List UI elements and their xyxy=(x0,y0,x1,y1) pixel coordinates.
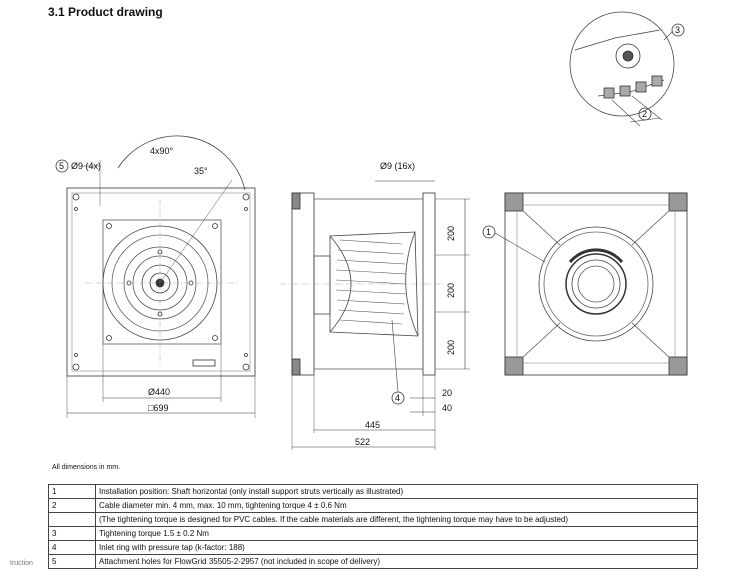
note-text: Cable diameter min. 4 mm, max. 10 mm, ti… xyxy=(95,498,698,513)
dim-sq699: □699 xyxy=(148,403,168,413)
note-text: (The tightening torque is designed for P… xyxy=(95,512,698,527)
callout-3: 3 xyxy=(675,25,680,35)
dim-200-bottom: 200 xyxy=(446,340,456,355)
dim-445: 445 xyxy=(365,420,380,430)
detail-view xyxy=(569,11,685,127)
note-text: Attachment holes for FlowGrid 35505-2-29… xyxy=(95,554,698,569)
dim-hole-4x: Ø9 (4x) xyxy=(71,161,101,171)
dim-d440: Ø440 xyxy=(148,387,170,397)
note-number: 4 xyxy=(48,540,96,555)
dim-hole-16x: Ø9 (16x) xyxy=(380,161,415,171)
notes-table: 1 Installation position: Shaft horizonta… xyxy=(48,484,698,569)
callout-2: 2 xyxy=(642,109,647,119)
edge-text: truction xyxy=(10,560,33,567)
section-title: 3.1 Product drawing xyxy=(48,5,163,19)
dim-angle-35: 35° xyxy=(194,166,208,176)
table-row: (The tightening torque is designed for P… xyxy=(48,512,698,527)
note-text: Installation position: Shaft horizontal … xyxy=(95,484,698,499)
callout-4: 4 xyxy=(395,393,400,403)
dim-200-top: 200 xyxy=(446,226,456,241)
callout-1: 1 xyxy=(486,227,491,237)
note-number xyxy=(48,512,96,527)
dim-20: 20 xyxy=(442,388,452,398)
note-text: Inlet ring with pressure tap (k-factor: … xyxy=(95,540,698,555)
note-number: 5 xyxy=(48,554,96,569)
dimension-note: All dimensions in mm. xyxy=(52,464,121,471)
dim-200-mid: 200 xyxy=(446,283,456,298)
table-row: 4 Inlet ring with pressure tap (k-factor… xyxy=(48,540,698,555)
table-row: 3 Tightening torque 1.5 ± 0.2 Nm xyxy=(48,526,698,541)
product-drawing: 4x90° 35° Ø9 (4x) Ø9 (16x) Ø440 □699 200… xyxy=(55,11,688,450)
note-text: Tightening torque 1.5 ± 0.2 Nm xyxy=(95,526,698,541)
note-number: 3 xyxy=(48,526,96,541)
dim-522: 522 xyxy=(355,437,370,447)
note-number: 1 xyxy=(48,484,96,499)
rear-view xyxy=(482,192,688,376)
side-view xyxy=(280,180,470,450)
table-row: 2 Cable diameter min. 4 mm, max. 10 mm, … xyxy=(48,498,698,513)
dim-40: 40 xyxy=(442,403,452,413)
dim-angle-4x90: 4x90° xyxy=(150,146,174,156)
table-row: 5 Attachment holes for FlowGrid 35505-2-… xyxy=(48,554,698,569)
front-view xyxy=(55,135,256,418)
callout-5: 5 xyxy=(59,161,64,171)
table-row: 1 Installation position: Shaft horizonta… xyxy=(48,484,698,499)
note-number: 2 xyxy=(48,498,96,513)
